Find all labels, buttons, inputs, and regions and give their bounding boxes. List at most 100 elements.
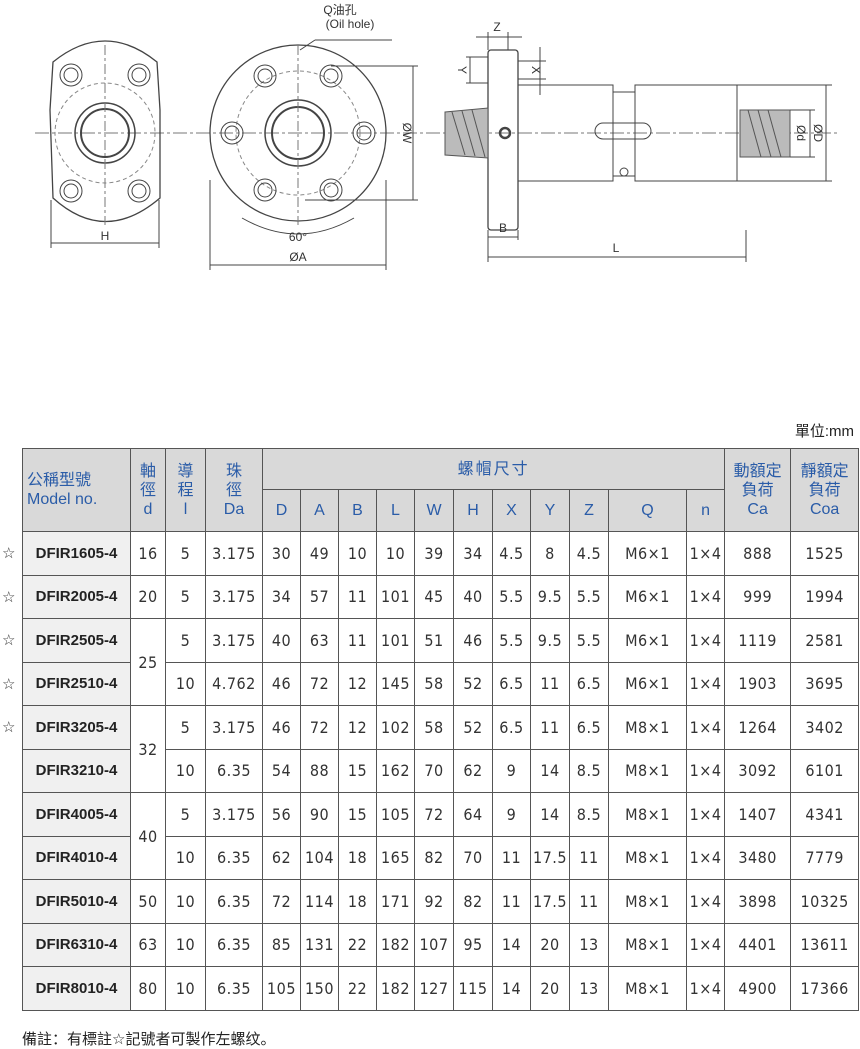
header-lead-zh: 導程: [177, 462, 194, 499]
dim-cell-y: 17.5: [530, 835, 570, 880]
static-load-cell: 10325: [790, 879, 860, 924]
dynamic-load-cell-text: 1903: [738, 674, 777, 694]
dynamic-load-cell-text: 4401: [738, 935, 777, 955]
dim-y-label: Y: [455, 66, 469, 74]
dim-cell-y: 20: [530, 966, 570, 1011]
lead-cell: 5: [165, 705, 206, 750]
header-model-en: Model no.: [27, 491, 98, 508]
dim-cell-h: 62: [453, 748, 493, 793]
dim-cell-w-text: 39: [424, 543, 444, 563]
header-ball-zh: 珠徑: [225, 462, 242, 499]
dim-cell-h: 115: [453, 966, 493, 1011]
dim-cell-q-text: M8×1: [625, 717, 670, 737]
model-cell: DFIR8010-4: [22, 966, 131, 1011]
model-cell-text: DFIR2510-4: [35, 675, 118, 693]
dynamic-load-cell: 999: [724, 574, 792, 619]
model-cell: DFIR6310-4: [22, 922, 131, 967]
dim-cell-l-text: 171: [381, 891, 410, 911]
dim-cell-n: 1×4: [685, 879, 726, 924]
dim-cell-h: 64: [453, 792, 493, 837]
model-cell: DFIR5010-4: [22, 879, 131, 924]
dim-cell-z-text: 4.5: [576, 543, 602, 563]
dim-cell-a: 104: [300, 835, 339, 880]
ball-dia-cell: 3.175: [205, 574, 263, 619]
dim-cell-w: 127: [414, 966, 454, 1011]
lead-cell-text: 10: [175, 978, 196, 998]
static-load-cell-text: 13611: [800, 935, 849, 955]
lead-cell: 5: [165, 618, 206, 663]
dim-cell-n-text: 1×4: [689, 717, 722, 737]
dim-cell-x: 11: [492, 879, 531, 924]
dim-cell-a: 49: [300, 531, 339, 576]
dim-cell-h: 82: [453, 879, 493, 924]
dim-cell-l: 10: [376, 531, 415, 576]
header-dim-q: Q: [608, 489, 687, 532]
footnote: 備註：有標註☆記號者可製作左螺纹。: [22, 1031, 276, 1048]
lead-cell: 10: [165, 661, 206, 706]
dim-cell-q-text: M6×1: [625, 587, 670, 607]
dim-cell-z-text: 8.5: [576, 761, 602, 781]
shaft-dia-cell: 40: [130, 792, 166, 880]
dim-cell-x: 14: [492, 966, 531, 1011]
dynamic-load-cell: 1903: [724, 661, 792, 706]
ball-dia-cell: 3.175: [205, 705, 263, 750]
dim-cell-b: 18: [338, 835, 377, 880]
ball-dia-cell: 6.35: [205, 748, 263, 793]
static-load-cell: 3402: [790, 705, 860, 750]
dim-cell-z-text: 8.5: [576, 804, 602, 824]
dim-cell-q: M8×1: [608, 792, 687, 837]
dim-cell-h: 34: [453, 531, 493, 576]
dim-cell-x-text: 11: [501, 848, 522, 868]
dim-cell-l-text: 101: [381, 630, 410, 650]
dim-cell-q: M6×1: [608, 661, 687, 706]
dim-cell-w-text: 58: [424, 674, 444, 694]
dim-cell-n: 1×4: [685, 966, 726, 1011]
dim-cell-w-text: 82: [424, 848, 444, 868]
dim-cell-y-text: 20: [540, 935, 560, 955]
ball-dia-cell: 3.175: [205, 618, 263, 663]
dim-cell-h-text: 64: [463, 804, 483, 824]
shaft-dia-cell-text: 50: [138, 891, 158, 911]
dim-cell-z: 6.5: [569, 705, 609, 750]
dim-cell-y: 9.5: [530, 574, 570, 619]
dim-cell-h-text: 40: [463, 587, 483, 607]
dim-cell-q: M6×1: [608, 574, 687, 619]
dim-outer-d-label: ØD: [811, 124, 825, 142]
shaft-dia-cell: 32: [130, 705, 166, 793]
header-shaft-zh: 軸徑: [139, 462, 156, 499]
dynamic-load-cell: 888: [724, 531, 792, 576]
dim-cell-d-text: 34: [271, 587, 292, 607]
dynamic-load-cell-text: 999: [743, 587, 773, 607]
dim-cell-n: 1×4: [685, 922, 726, 967]
dim-cell-x: 9: [492, 748, 531, 793]
dynamic-load-cell-text: 3480: [738, 848, 777, 868]
shaft-dia-cell-text: 80: [138, 978, 158, 998]
dim-cell-q: M8×1: [608, 705, 687, 750]
dim-cell-z: 4.5: [569, 531, 609, 576]
dim-cell-y: 11: [530, 661, 570, 706]
dim-cell-d-text: 46: [271, 674, 292, 694]
dim-cell-b: 11: [338, 618, 377, 663]
dim-cell-l: 145: [376, 661, 415, 706]
dim-cell-x: 11: [492, 835, 531, 880]
left-thread-star-icon: ☆: [2, 588, 16, 606]
lead-cell: 5: [165, 792, 206, 837]
dim-cell-y-text: 11: [540, 674, 560, 694]
dim-cell-a: 72: [300, 661, 339, 706]
dim-cell-x-text: 6.5: [499, 674, 524, 694]
dynamic-load-cell-text: 3898: [738, 891, 777, 911]
dim-w-label: ØW: [400, 123, 414, 144]
dim-cell-b-text: 11: [347, 630, 368, 650]
dim-cell-y: 11: [530, 705, 570, 750]
dim-cell-l-text: 182: [381, 935, 410, 955]
dynamic-load-cell: 1407: [724, 792, 792, 837]
oil-hole-label-en: (Oil hole): [326, 17, 375, 31]
dim-cell-y-text: 11: [540, 717, 560, 737]
dim-cell-h-text: 52: [463, 717, 483, 737]
static-load-cell-text: 4341: [805, 804, 844, 824]
dim-cell-z: 8.5: [569, 748, 609, 793]
static-load-cell-text: 10325: [800, 891, 849, 911]
